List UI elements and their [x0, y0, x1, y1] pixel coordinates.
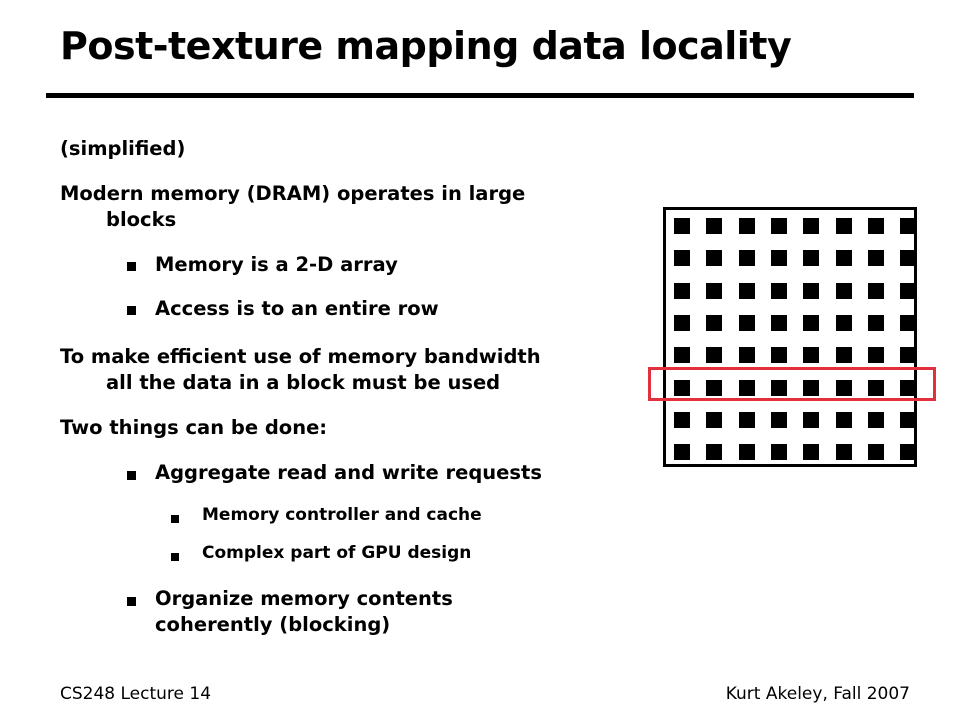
memory-cell	[868, 315, 884, 331]
sub-point-3: Aggregate read and write requests	[155, 461, 542, 484]
bullet-square-icon	[127, 597, 136, 606]
bullet-square-icon	[127, 306, 136, 315]
memory-cell	[836, 412, 852, 428]
memory-cell	[803, 347, 819, 363]
memory-cell	[674, 283, 690, 299]
memory-cell	[674, 380, 690, 396]
memory-cell	[771, 250, 787, 266]
memory-cell	[739, 283, 755, 299]
memory-cell	[803, 412, 819, 428]
memory-cell	[900, 218, 916, 234]
footer-author: Kurt Akeley, Fall 2007	[725, 684, 910, 704]
point-1-line-2: blocks	[106, 208, 177, 231]
sub-point-1: Memory is a 2-D array	[155, 253, 398, 276]
memory-cell	[836, 315, 852, 331]
memory-cell	[868, 250, 884, 266]
sub-point-4-line-2: coherently (blocking)	[155, 613, 391, 636]
memory-cell	[771, 315, 787, 331]
memory-cell	[803, 315, 819, 331]
sub-point-2: Access is to an entire row	[155, 297, 439, 320]
memory-cell	[803, 380, 819, 396]
memory-cell	[836, 283, 852, 299]
memory-cell	[900, 412, 916, 428]
memory-cell	[706, 315, 722, 331]
memory-cell	[739, 315, 755, 331]
point-2-line-1: To make efficient use of memory bandwidt…	[60, 345, 541, 368]
memory-cell	[739, 380, 755, 396]
footer-lecture: CS248 Lecture 14	[60, 684, 212, 704]
memory-cell	[739, 444, 755, 460]
bullet-square-icon	[127, 471, 136, 480]
memory-cell	[836, 250, 852, 266]
memory-cell	[868, 347, 884, 363]
point-2-line-2: all the data in a block must be used	[106, 371, 501, 394]
memory-cell	[706, 412, 722, 428]
memory-cell	[706, 283, 722, 299]
memory-cell	[868, 283, 884, 299]
bullet-square-icon	[171, 515, 179, 523]
memory-cell	[706, 347, 722, 363]
sub-point-4-line-1: Organize memory contents	[155, 587, 453, 610]
memory-cell	[739, 218, 755, 234]
memory-cell	[674, 412, 690, 428]
memory-cell	[739, 412, 755, 428]
sub-sub-point-2: Complex part of GPU design	[202, 543, 472, 563]
memory-cell	[900, 444, 916, 460]
memory-cell	[836, 444, 852, 460]
memory-cell	[868, 380, 884, 396]
memory-cell	[771, 444, 787, 460]
memory-cell	[900, 380, 916, 396]
memory-cell	[674, 218, 690, 234]
memory-cell	[771, 218, 787, 234]
memory-cell	[706, 218, 722, 234]
memory-cell	[900, 250, 916, 266]
memory-cell	[771, 347, 787, 363]
highlighted-row-outline	[648, 367, 936, 401]
memory-cell	[706, 444, 722, 460]
memory-cell	[739, 347, 755, 363]
memory-cell	[868, 444, 884, 460]
memory-cell	[771, 283, 787, 299]
memory-cell	[803, 218, 819, 234]
memory-cell	[900, 283, 916, 299]
memory-cell	[803, 283, 819, 299]
memory-cell	[706, 380, 722, 396]
memory-cell	[868, 412, 884, 428]
memory-cell	[868, 218, 884, 234]
subtitle: (simplified)	[60, 137, 186, 160]
memory-cell	[674, 250, 690, 266]
memory-cell	[739, 250, 755, 266]
memory-cell	[674, 347, 690, 363]
memory-cell	[803, 250, 819, 266]
point-3: Two things can be done:	[60, 416, 328, 439]
memory-cell	[803, 444, 819, 460]
slide-title: Post-texture mapping data locality	[60, 24, 792, 68]
memory-cell	[900, 315, 916, 331]
memory-cell	[706, 250, 722, 266]
memory-cell	[674, 315, 690, 331]
memory-cell	[674, 444, 690, 460]
title-divider	[46, 93, 914, 98]
memory-cell	[771, 380, 787, 396]
sub-sub-point-1: Memory controller and cache	[202, 505, 482, 525]
memory-cell	[836, 380, 852, 396]
memory-array-diagram	[663, 207, 917, 467]
bullet-square-icon	[171, 553, 179, 561]
memory-cell	[900, 347, 916, 363]
bullet-square-icon	[127, 262, 136, 271]
memory-cell	[771, 412, 787, 428]
memory-cell	[836, 347, 852, 363]
memory-cell	[836, 218, 852, 234]
point-1-line-1: Modern memory (DRAM) operates in large	[60, 182, 526, 205]
